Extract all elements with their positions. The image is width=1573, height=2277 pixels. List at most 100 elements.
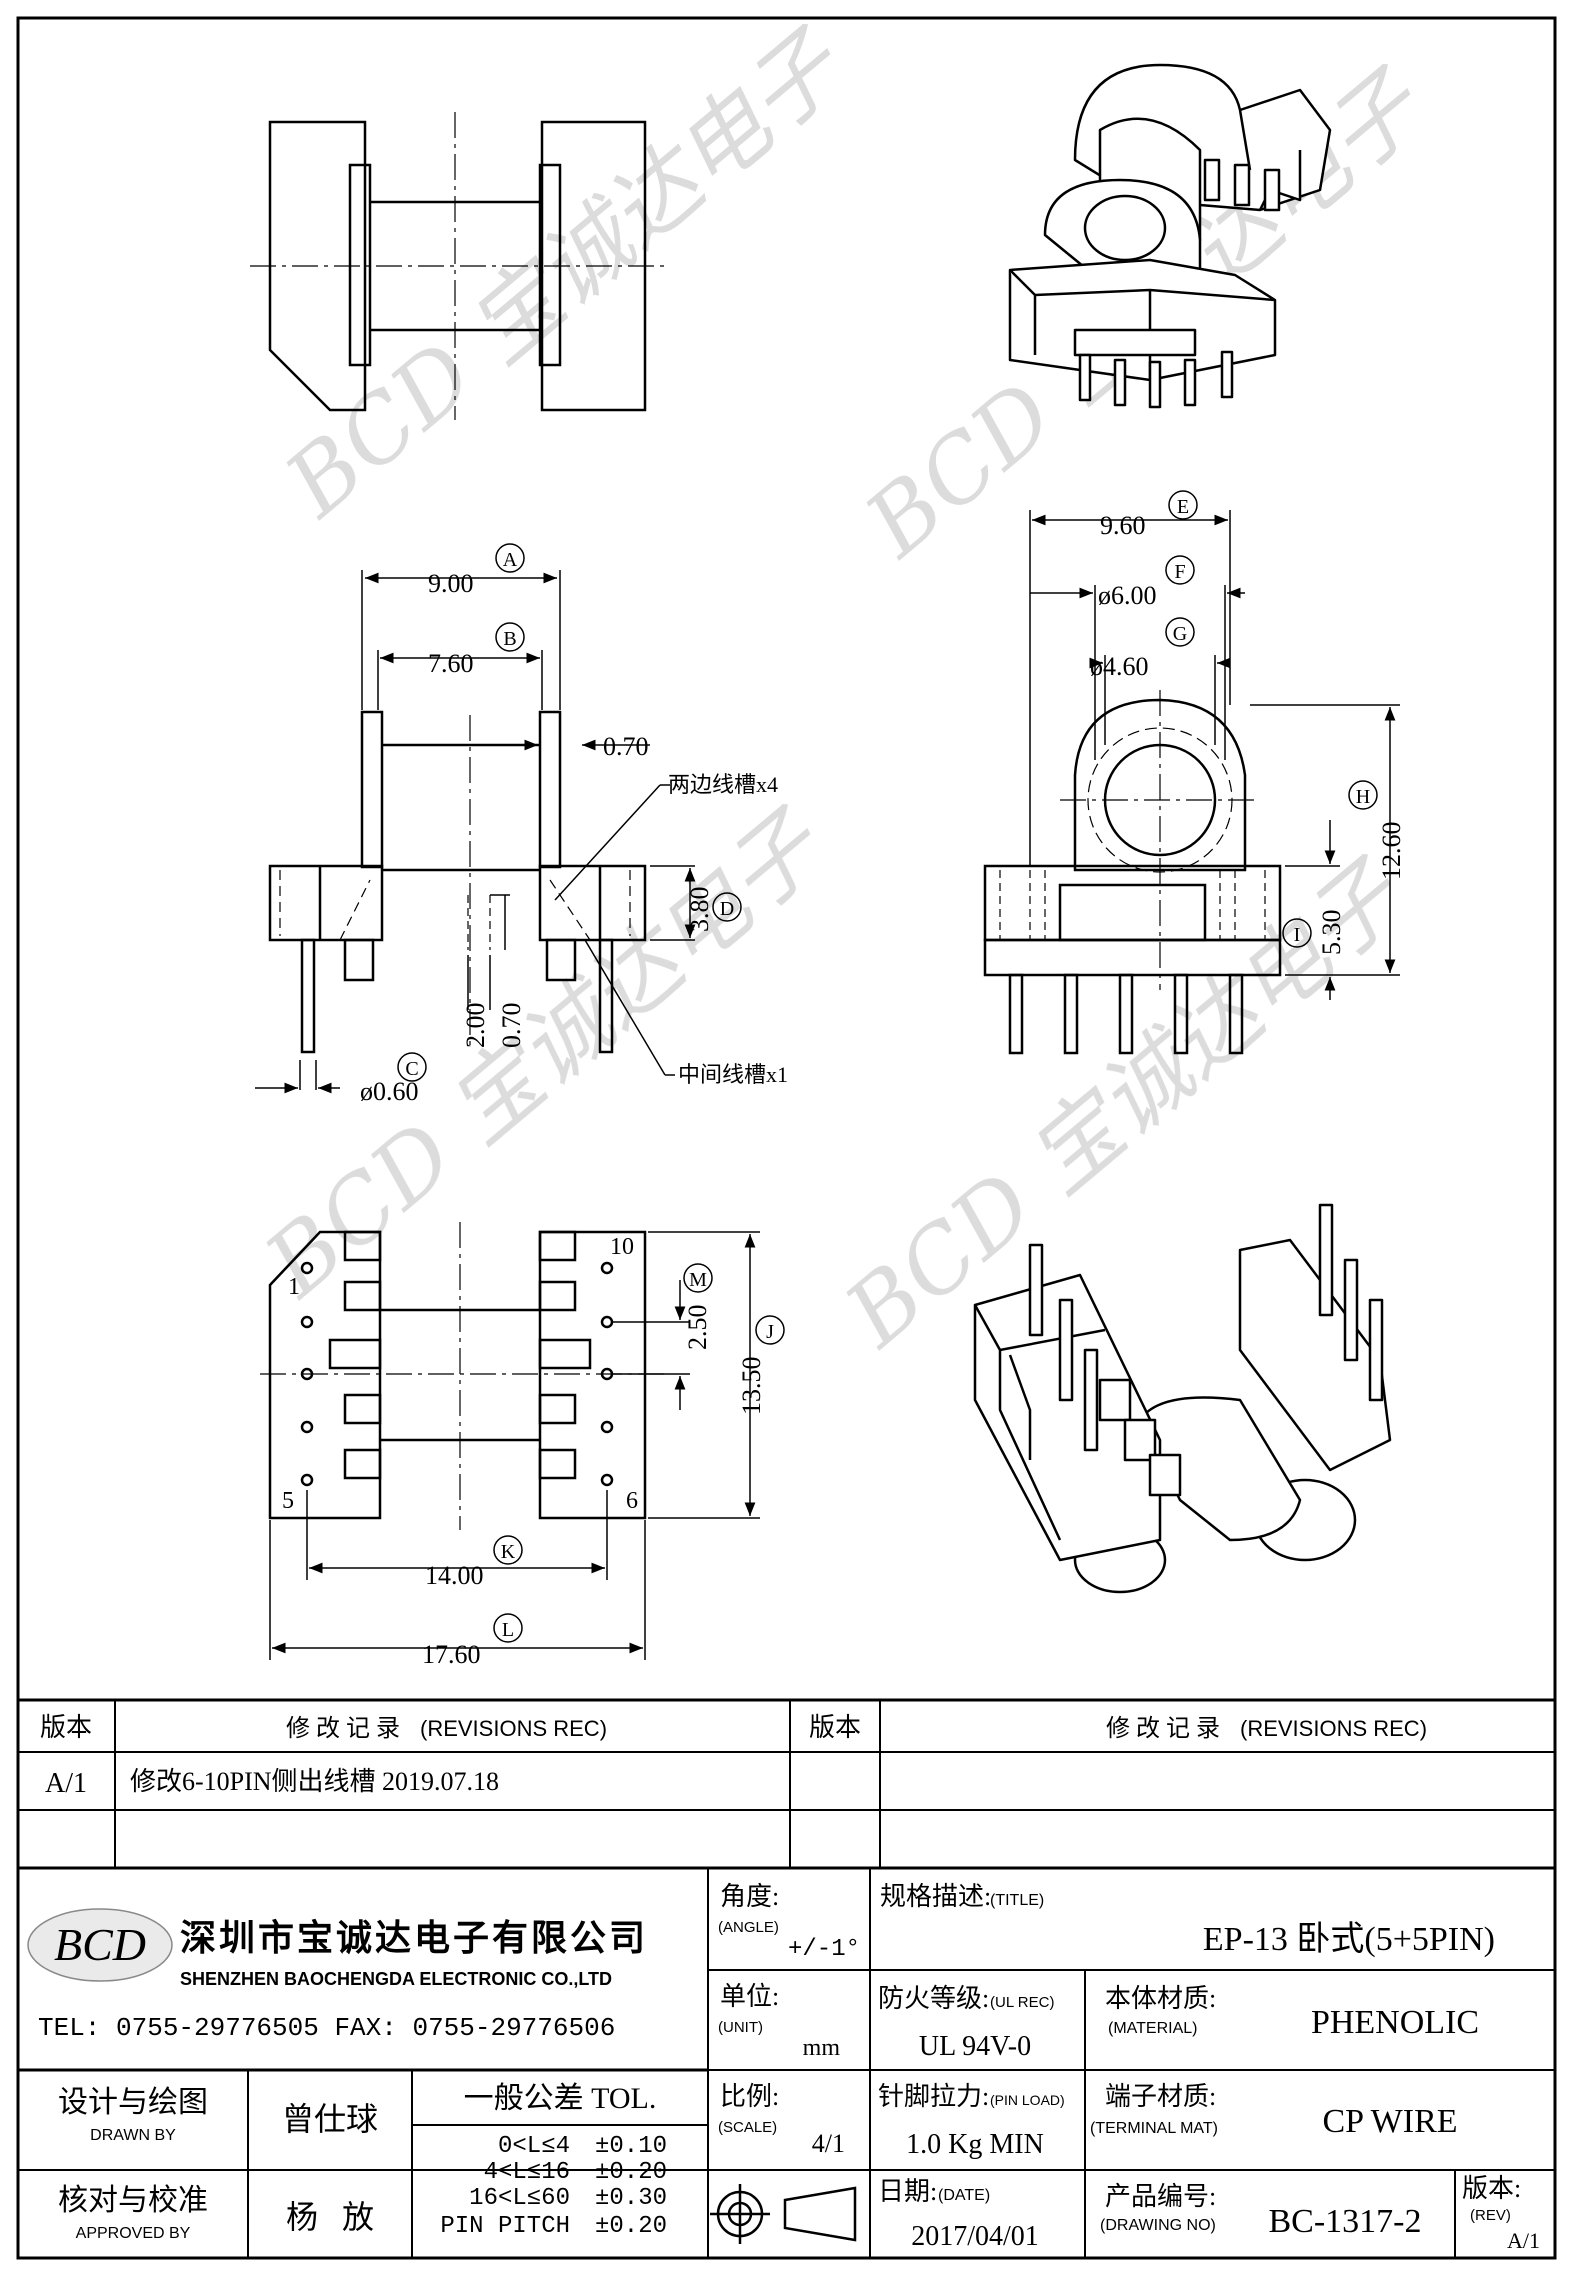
- watermark-text: BCD 宝诚达电子: [245, 791, 845, 1318]
- drawn-label: 设计与绘图: [58, 2086, 208, 2119]
- pinload-label-en: (PIN LOAD): [990, 2092, 1065, 2108]
- dim-M-value: 2.50: [683, 1305, 712, 1351]
- title-label: 规格描述:: [880, 1882, 991, 1911]
- dim-E-letter: E: [1177, 496, 1189, 518]
- annotation-middle-slot: 中间线槽x1: [678, 1062, 788, 1087]
- dim-M-letter: M: [689, 1269, 707, 1291]
- dim-L-marker: [493, 1613, 523, 1643]
- title-block: [18, 1698, 1555, 2258]
- drawing-label: 产品编号:: [1105, 2182, 1216, 2211]
- dim-L-letter: L: [502, 1619, 514, 1641]
- pinload-label: 针脚拉力:: [878, 2082, 989, 2111]
- dim-D-letter: D: [720, 898, 734, 920]
- dim-G-letter: G: [1173, 623, 1187, 645]
- dim-L-value: 17.60: [422, 1640, 481, 1669]
- title-value: EP-13 卧式(5+5PIN): [1203, 1921, 1495, 1958]
- drawn-label-en: DRAWN BY: [90, 2127, 176, 2144]
- front-view: [268, 710, 647, 1054]
- terminal-value: CP WIRE: [1322, 2103, 1457, 2140]
- dim-F-letter: F: [1174, 561, 1185, 583]
- rev-col-record-2: 修 改 记 录: [1106, 1715, 1220, 1742]
- isometric-view-bottom: [973, 1203, 1392, 1594]
- drawn-value: 曾仕球: [282, 2101, 378, 2137]
- rev-col-record-en-1: (REVISIONS REC): [420, 1716, 607, 1741]
- scale-value: 4/1: [812, 2129, 845, 2158]
- dim-I-value: 5.30: [1317, 910, 1346, 956]
- company-contact: TEL: 0755-29776505 FAX: 0755-29776506: [38, 2013, 615, 2043]
- approved-label-en: APPROVED BY: [76, 2225, 191, 2242]
- rev-col-record-en-2: (REVISIONS REC): [1240, 1716, 1427, 1741]
- dim-F-value: ø6.00: [1098, 581, 1157, 610]
- tol-range-3: 16<L≤60: [469, 2185, 570, 2212]
- dim-I-marker: [1282, 918, 1312, 948]
- date-label-en: (DATE): [938, 2187, 990, 2204]
- ul-label: 防火等级:: [878, 1984, 989, 2013]
- dim-D-marker: [712, 892, 742, 922]
- unit-value: mm: [803, 2035, 841, 2061]
- dim-B-marker: [495, 622, 525, 652]
- date-value: 2017/04/01: [911, 2221, 1039, 2252]
- dim-J-value: 13.50: [737, 1357, 766, 1416]
- dim-A-value: 9.00: [428, 569, 474, 598]
- dim-E-marker: [1168, 490, 1198, 520]
- pin-5-label: 5: [282, 1488, 294, 1514]
- projection-symbol: [710, 2184, 857, 2244]
- tol-value-1: ±0.10: [595, 2133, 667, 2160]
- isometric-view-top: [1008, 63, 1332, 409]
- bottom-view-dimensions: [269, 1231, 760, 1660]
- side-view-labels: 9.60 E ø6.00 F ø4.60 G H 12.60 I 5.30: [1090, 490, 1406, 956]
- tol-label: 一般公差 TOL.: [464, 2082, 657, 2115]
- angle-label-en: (ANGLE): [718, 1919, 779, 1936]
- angle-label: 角度:: [720, 1882, 779, 1911]
- approved-label: 核对与校准: [58, 2184, 208, 2217]
- tol-range-4: PIN PITCH: [440, 2213, 570, 2240]
- rev-value: A/1: [1507, 2228, 1540, 2253]
- front-view-dimensions: [255, 570, 696, 1094]
- dim-G-value: ø4.60: [1090, 652, 1149, 681]
- tol-value-3: ±0.30: [595, 2185, 667, 2212]
- rev-col-version-1: 版本: [40, 1713, 92, 1742]
- dim-slot-width-value: 0.70: [497, 1003, 526, 1049]
- tol-range-1: 0<L≤4: [498, 2133, 570, 2160]
- dim-D-value: 3.80: [685, 887, 714, 933]
- front-view-labels: 9.00 A 7.60 B 0.70 两边线槽x4 中间线槽x1 3.80 D …: [360, 543, 788, 1106]
- dim-B-value: 7.60: [428, 649, 474, 678]
- watermark-group: BCD 宝诚达电子 BCD 宝诚达电子 BCD 宝诚达电子 BCD 宝诚达电子: [245, 11, 1445, 1368]
- ul-label-en: (UL REC): [990, 1994, 1054, 2011]
- watermark-text: BCD 宝诚达电子: [265, 11, 865, 538]
- dim-I-letter: I: [1294, 924, 1301, 946]
- tol-value-2: ±0.20: [595, 2159, 667, 2186]
- bottom-view: [260, 1222, 665, 1530]
- side-view-dimensions: [1029, 510, 1400, 1000]
- terminal-label-en: (TERMINAL MAT): [1090, 2120, 1218, 2137]
- rev-col-record-1: 修 改 记 录: [286, 1715, 400, 1742]
- dim-H-value: 12.60: [1377, 822, 1406, 881]
- dim-M-marker: [683, 1263, 713, 1293]
- rev-label: 版本:: [1462, 2174, 1521, 2203]
- rev-label-en: (REV): [1470, 2207, 1511, 2224]
- title-label-en: (TITLE): [990, 1892, 1044, 1909]
- tol-value-4: ±0.20: [595, 2213, 667, 2240]
- dim-C-value: ø0.60: [360, 1077, 419, 1106]
- drawing-value: BC-1317-2: [1269, 2203, 1422, 2240]
- unit-label-en: (UNIT): [718, 2019, 763, 2036]
- dim-E-value: 9.60: [1100, 511, 1146, 540]
- dim-F-marker: [1165, 555, 1195, 585]
- drawing-label-en: (DRAWING NO): [1100, 2217, 1216, 2234]
- bottom-view-labels: 1 5 6 10 M 2.50 J 13.50 14.00 K 17.60 L: [282, 1234, 785, 1669]
- annotation-side-slots: 两边线槽x4: [668, 772, 778, 797]
- material-value: PHENOLIC: [1311, 2004, 1479, 2041]
- material-label-en: (MATERIAL): [1108, 2020, 1197, 2037]
- company-name-en: SHENZHEN BAOCHENGDA ELECTRONIC CO.,LTD: [180, 1969, 612, 1989]
- rev-row1-text: 修改6-10PIN侧出线槽 2019.07.18: [130, 1767, 499, 1796]
- top-view: [250, 112, 665, 420]
- tol-range-2: 4<L≤16: [484, 2159, 570, 2186]
- pin-6-label: 6: [626, 1488, 638, 1514]
- dim-K-letter: K: [501, 1541, 516, 1563]
- dim-A-letter: A: [503, 549, 518, 571]
- dim-G-marker: [1165, 617, 1195, 647]
- pinload-value: 1.0 Kg MIN: [906, 2129, 1044, 2160]
- company-name-cn: 深圳市宝诚达电子有限公司: [180, 1918, 648, 1958]
- dim-C-marker: [397, 1052, 427, 1082]
